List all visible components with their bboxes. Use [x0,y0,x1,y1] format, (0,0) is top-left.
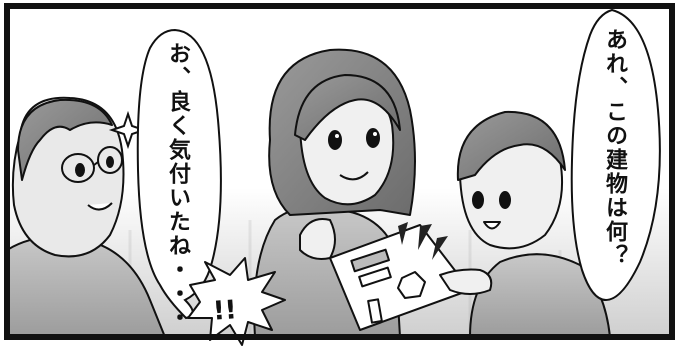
speech-bubble-right [570,8,661,302]
boy-character [439,110,611,337]
exclamation-text: !! [211,295,238,327]
burst-bubble-icon [187,257,286,346]
speech-bubble-left-text: お、良く気付いたね・・・ [165,42,190,330]
sparkle-icon [108,110,148,150]
speech-bubble-right-text: あれ、この建物は何？ [602,28,627,268]
emphasis-lines-icon [398,222,448,260]
man-character [7,96,166,337]
speech-bubble-left [136,28,222,320]
panel-border [4,3,675,340]
